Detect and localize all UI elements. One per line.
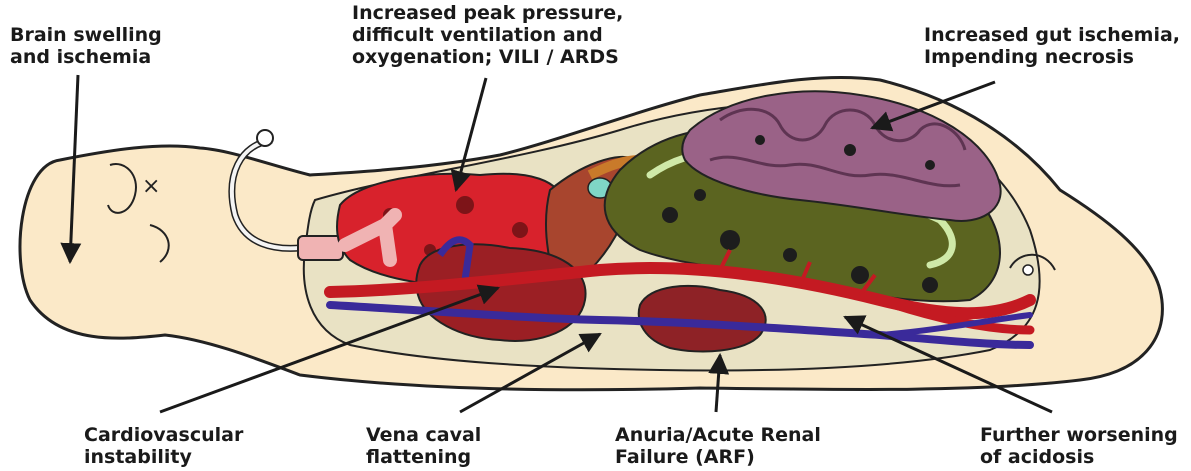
label-acidosis-line2: of acidosis: [980, 446, 1178, 468]
label-lungs-line1: Increased peak pressure,: [352, 2, 623, 24]
label-acidosis: Further worsening of acidosis: [980, 424, 1178, 468]
label-cardio: Cardiovascular instability: [84, 424, 243, 468]
label-lungs-line2: difficult ventilation and: [352, 24, 623, 46]
label-brain-line2: and ischemia: [10, 46, 162, 68]
label-vena-line2: flattening: [366, 446, 481, 468]
label-brain-line1: Brain swelling: [10, 24, 162, 46]
label-brain: Brain swelling and ischemia: [10, 24, 162, 68]
label-acidosis-line1: Further worsening: [980, 424, 1178, 446]
label-vena-line1: Vena caval: [366, 424, 481, 446]
label-renal-line1: Anuria/Acute Renal: [615, 424, 821, 446]
label-cardio-line1: Cardiovascular: [84, 424, 243, 446]
label-cardio-line2: instability: [84, 446, 243, 468]
label-gut-line2: Impending necrosis: [924, 46, 1180, 68]
label-vena: Vena caval flattening: [366, 424, 481, 468]
label-lungs-line3: oxygenation; VILI / ARDS: [352, 46, 623, 68]
label-renal-line2: Failure (ARF): [615, 446, 821, 468]
label-gut: Increased gut ischemia, Impending necros…: [924, 24, 1180, 68]
eye-mark: ×: [142, 174, 160, 199]
label-renal: Anuria/Acute Renal Failure (ARF): [615, 424, 821, 468]
label-gut-line1: Increased gut ischemia,: [924, 24, 1180, 46]
label-lungs: Increased peak pressure, difficult venti…: [352, 2, 623, 68]
